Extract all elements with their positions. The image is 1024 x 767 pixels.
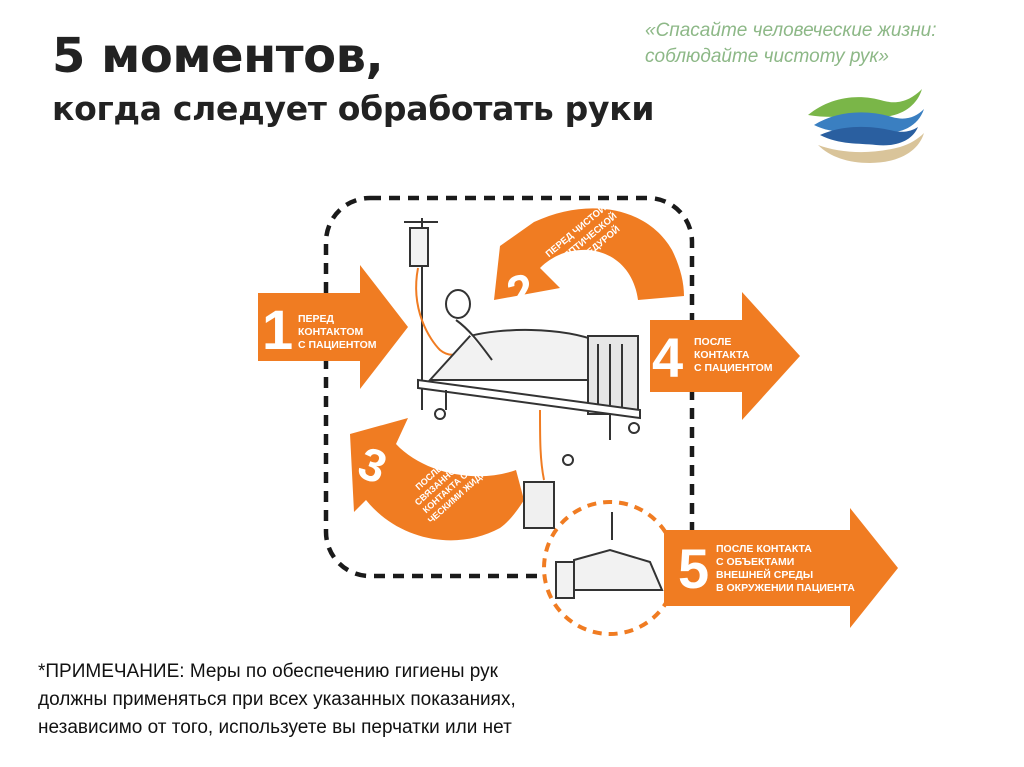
environment-bed-icon bbox=[555, 512, 664, 599]
slogan-line-1: «Спасайте человеческие жизни: bbox=[645, 20, 937, 41]
drainage-bag-icon bbox=[523, 409, 555, 529]
patient-zone-boundary bbox=[323, 195, 695, 579]
iv-stand-icon bbox=[404, 218, 438, 410]
patient-icon bbox=[445, 289, 493, 361]
slogan-line-2: соблюдайте чистоту рук» bbox=[645, 46, 889, 67]
moment-1-arrow bbox=[258, 265, 408, 389]
footnote: *ПРИМЕЧАНИЕ: Меры по обеспечению гигиены… bbox=[38, 661, 516, 738]
page-title: 5 моментов, когда следует обработать рук… bbox=[52, 32, 654, 125]
hospital-bed-icon bbox=[417, 328, 641, 466]
slogan: «Спасайте человеческие жизни: соблюдайте… bbox=[645, 18, 1005, 70]
moment-5-label: ПОСЛЕ КОНТАКТА С ОБЪЕКТАМИ ВНЕШНЕЙ СРЕДЫ… bbox=[716, 543, 855, 594]
moment-4-number: 4 bbox=[652, 326, 684, 389]
moment-1-number: 1 bbox=[262, 298, 294, 361]
moment-5-number: 5 bbox=[678, 537, 710, 600]
hands-logo-icon bbox=[808, 89, 924, 163]
title-line-2: когда следует обработать руки bbox=[52, 89, 655, 128]
moment-2-arrow bbox=[494, 208, 684, 300]
moment-1-label: ПЕРЕД КОНТАКТОМ С ПАЦИЕНТОМ bbox=[298, 313, 377, 351]
title-line-1: 5 моментов, bbox=[52, 28, 384, 84]
moment-3-arrow bbox=[350, 418, 524, 541]
moment-4-arrow bbox=[650, 292, 800, 420]
moment-4-label: ПОСЛЕ КОНТАКТА С ПАЦИЕНТОМ bbox=[694, 336, 773, 374]
moment-5-arrow bbox=[664, 508, 898, 628]
